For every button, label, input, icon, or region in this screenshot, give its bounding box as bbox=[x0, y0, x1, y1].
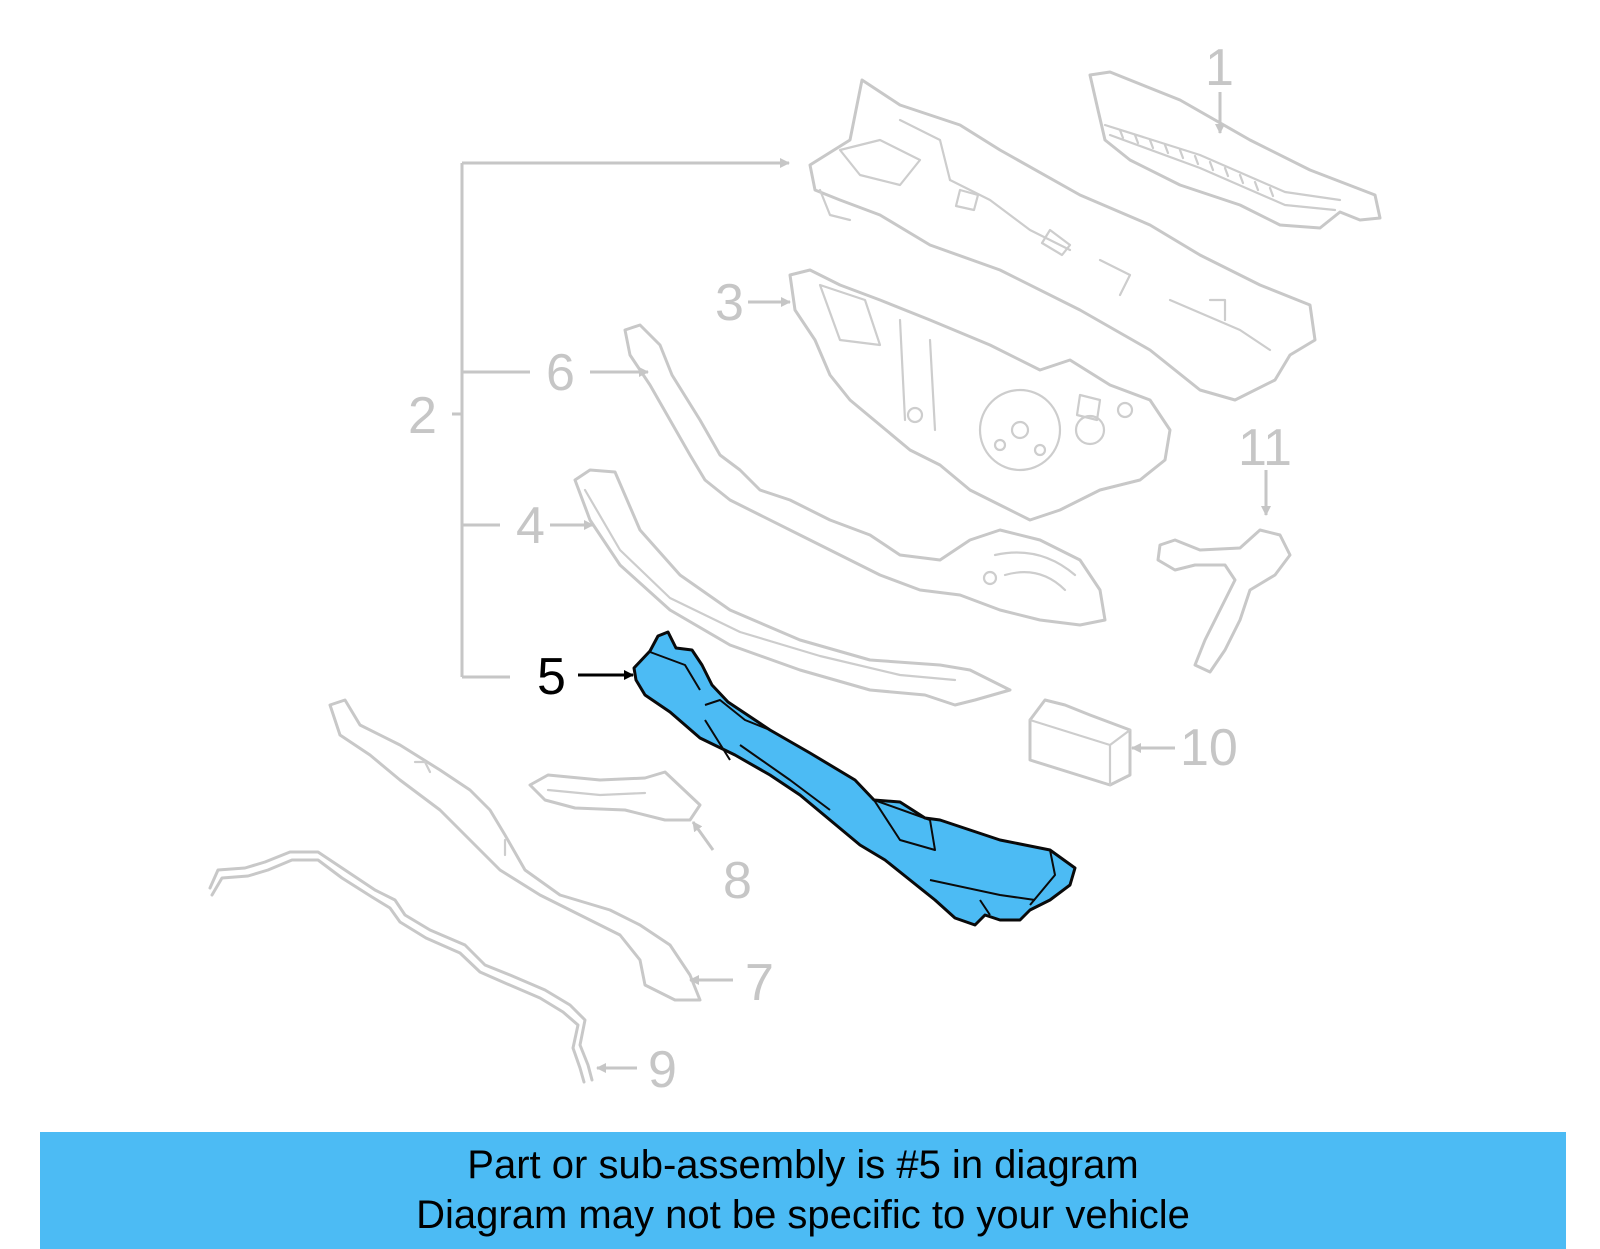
part-10-block bbox=[1028, 698, 1132, 787]
banner-line-disclaimer: Diagram may not be specific to your vehi… bbox=[416, 1193, 1190, 1237]
part-2-cowl-panel bbox=[808, 78, 1317, 402]
banner-line-part: Part or sub-assembly is #5 in diagram bbox=[467, 1143, 1139, 1187]
callout-4: 4 bbox=[516, 497, 545, 555]
callout-11: 11 bbox=[1238, 419, 1292, 477]
callout-5: 5 bbox=[537, 648, 566, 706]
callout-7: 7 bbox=[745, 954, 774, 1012]
part-5-highlighted bbox=[632, 630, 1077, 927]
part-7-side-member bbox=[328, 698, 702, 1002]
bracket-2-leader bbox=[452, 161, 785, 679]
part-6-reinforcement bbox=[623, 323, 1107, 627]
callout-10: 10 bbox=[1180, 719, 1238, 777]
part-8-small-bracket bbox=[528, 770, 702, 822]
callout-8: 8 bbox=[723, 852, 752, 910]
part-11-bracket bbox=[1156, 528, 1292, 674]
callout-labels: 1 2 3 4 5 6 7 8 9 10 11 bbox=[408, 39, 1292, 1099]
part-4-upper-member bbox=[573, 468, 1012, 707]
part-9-cable bbox=[208, 850, 594, 1084]
callout-2: 2 bbox=[408, 387, 437, 445]
info-banner: Part or sub-assembly is #5 in diagram Di… bbox=[40, 1132, 1566, 1249]
callout-1: 1 bbox=[1205, 39, 1234, 97]
callout-6: 6 bbox=[546, 344, 575, 402]
part-3-dash-panel bbox=[788, 268, 1172, 522]
leader-lines bbox=[452, 92, 1271, 1073]
callout-9: 9 bbox=[648, 1041, 677, 1099]
part-1-cowl-grille bbox=[1088, 70, 1382, 230]
leader-8 bbox=[691, 821, 715, 851]
callout-3: 3 bbox=[715, 274, 744, 332]
